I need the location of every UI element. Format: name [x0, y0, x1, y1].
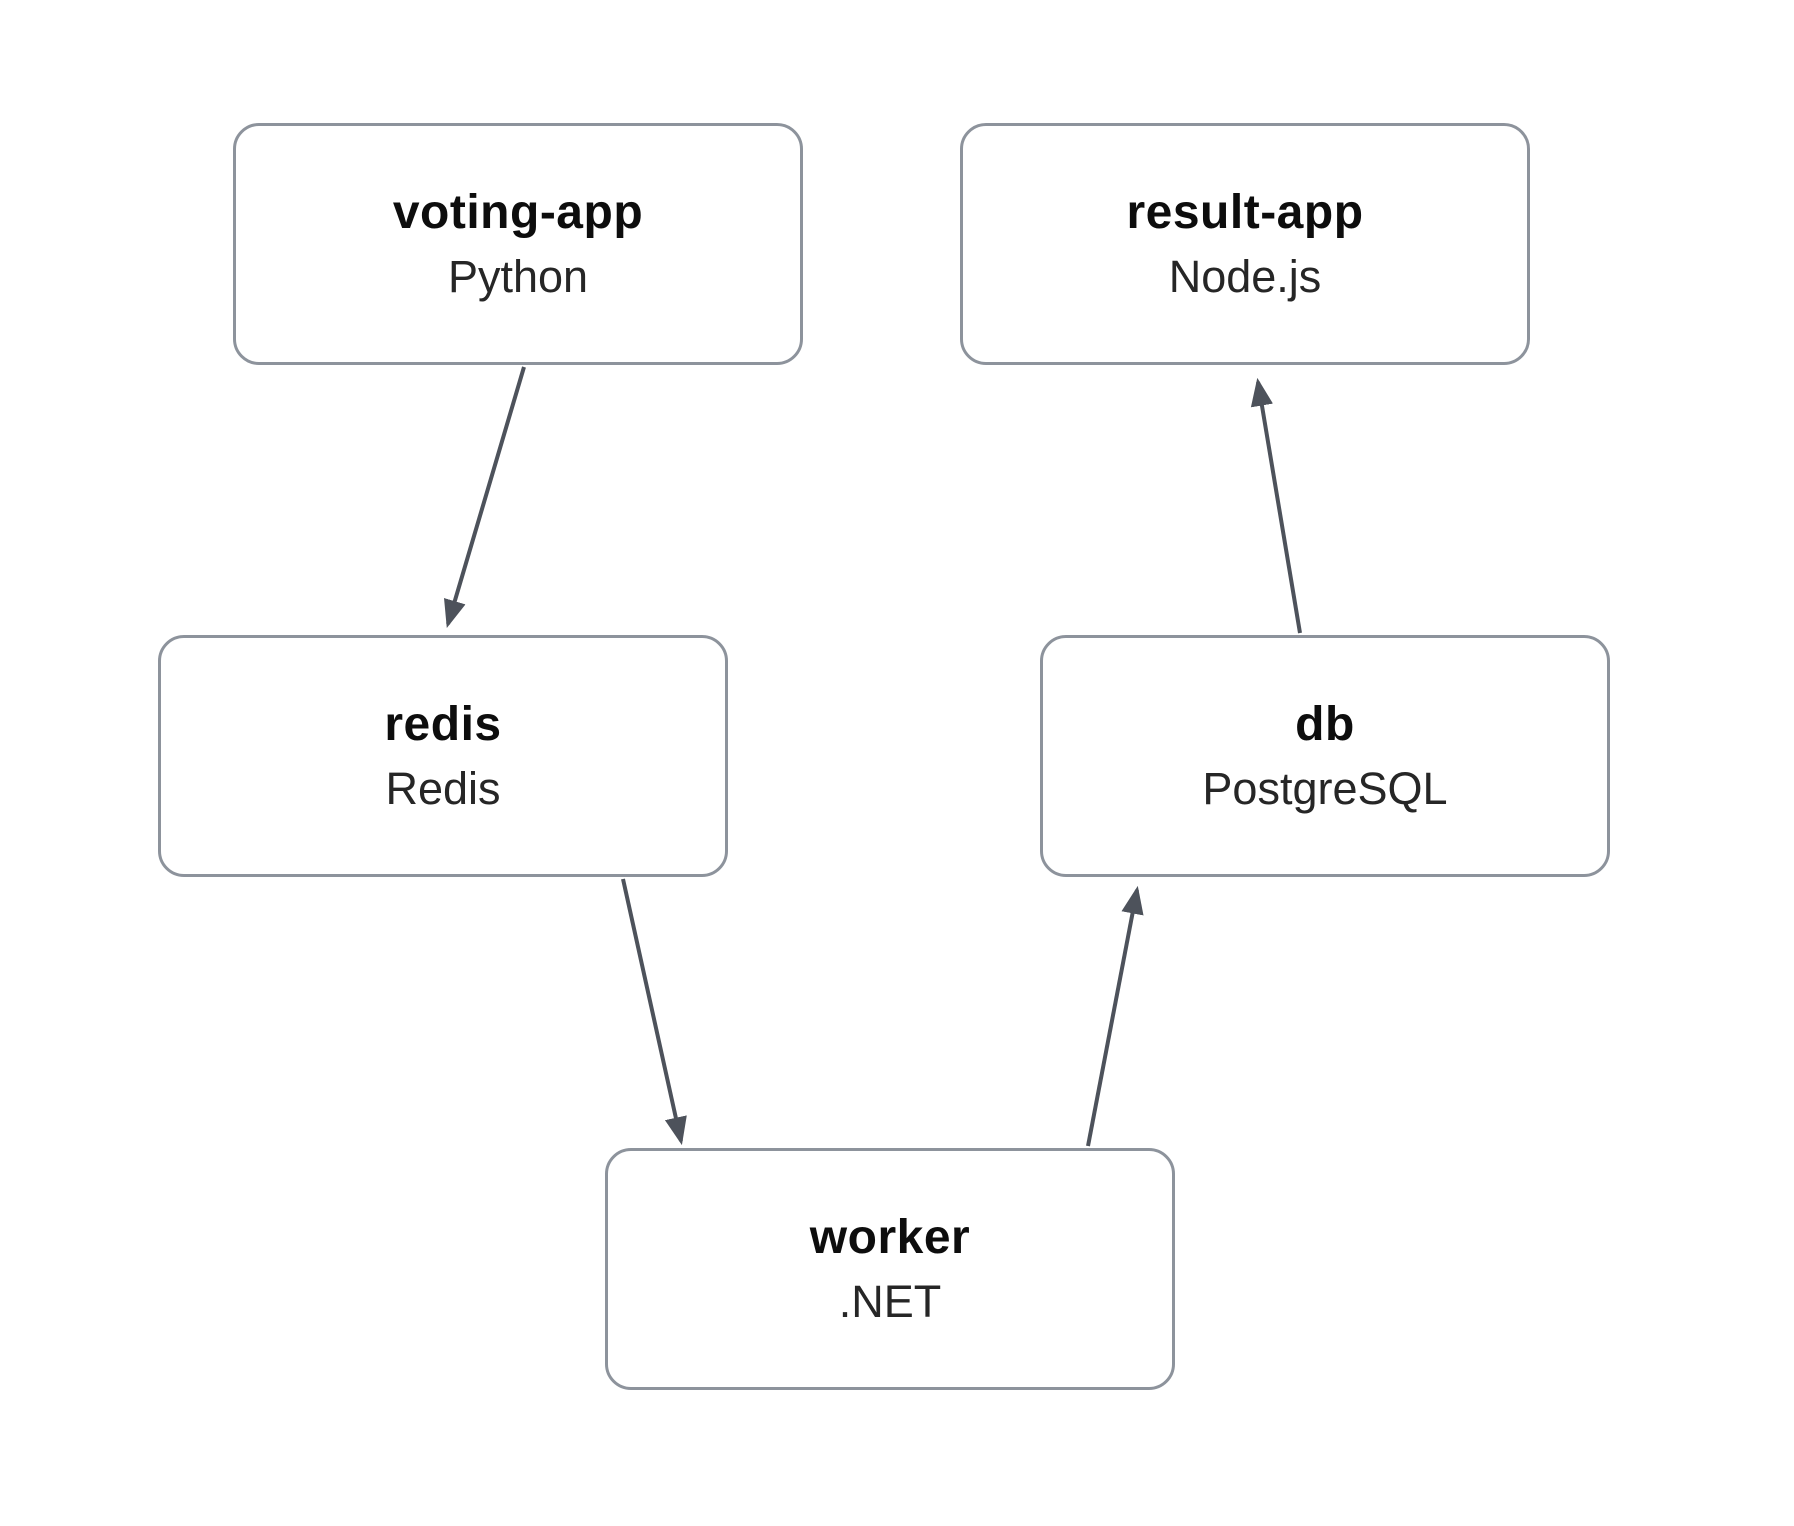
- node-voting-app-name: voting-app: [392, 185, 644, 239]
- node-voting-app-tech: Python: [447, 250, 589, 302]
- node-result-app-tech: Node.js: [1168, 250, 1322, 302]
- edge-redis-to-worker: [621, 878, 687, 1146]
- node-db: db PostgreSQL: [1040, 635, 1610, 877]
- node-db-name: db: [1295, 697, 1355, 751]
- edge-db-to-result-app: [1250, 377, 1302, 634]
- node-result-app-name: result-app: [1126, 185, 1364, 239]
- node-db-tech: PostgreSQL: [1202, 762, 1448, 814]
- node-worker-name: worker: [809, 1210, 971, 1264]
- node-voting-app: voting-app Python: [233, 123, 803, 365]
- node-result-app: result-app Node.js: [960, 123, 1530, 365]
- edge-voting-app-to-redis: [444, 366, 526, 629]
- node-redis-name: redis: [384, 697, 502, 751]
- node-redis: redis Redis: [158, 635, 728, 877]
- node-redis-tech: Redis: [385, 762, 501, 814]
- node-worker-tech: .NET: [838, 1275, 942, 1327]
- node-worker: worker .NET: [605, 1148, 1175, 1390]
- edge-worker-to-db: [1086, 885, 1144, 1147]
